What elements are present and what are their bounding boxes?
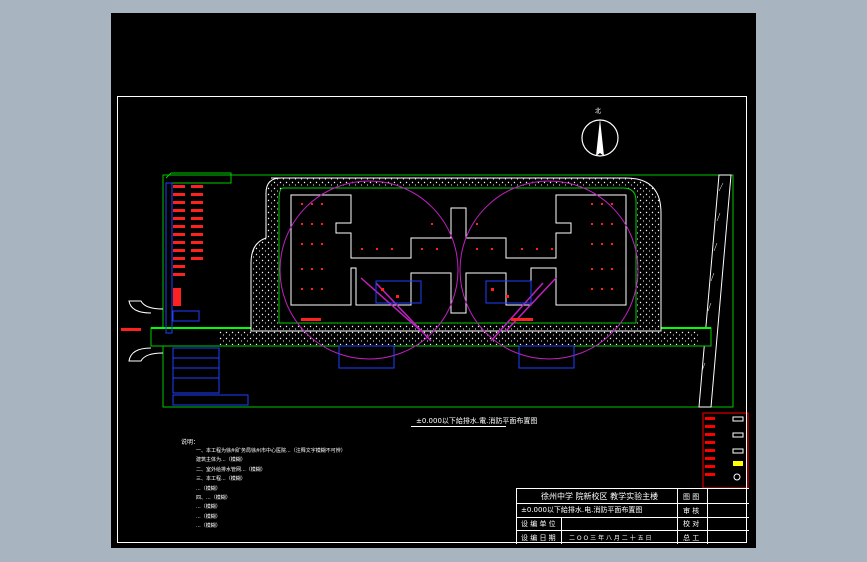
note-line: 二、室外给排水管网...（模糊） (196, 466, 266, 473)
title-underline (411, 426, 506, 427)
green-belt (219, 331, 699, 345)
design-unit-label: 设 编 单 位 (521, 520, 556, 528)
note-line: ...（模糊） (196, 523, 221, 530)
fire-coverage-circle-east (459, 180, 639, 360)
note-line: ...（模糊） (196, 485, 221, 492)
project-name: 徐州中学 院新校区 教学实验主楼 (541, 492, 659, 501)
note-line: 建筑主体为...（模糊） (196, 457, 246, 464)
pipe-schedule (172, 347, 249, 406)
note-line: ...（模糊） (196, 504, 221, 511)
property-line (162, 174, 734, 408)
site-plan (121, 119, 749, 489)
drawing-frame (117, 96, 747, 543)
equipment-rooms (338, 280, 575, 369)
drawing-no-label: 图 图 (683, 493, 700, 501)
north-label: 北 (595, 108, 602, 115)
fixture-markers (301, 203, 613, 321)
west-entrance (128, 300, 164, 314)
check-label: 校 对 (683, 520, 700, 528)
note-line: 四、...（模糊） (196, 495, 231, 502)
west-entrance-lower (128, 347, 164, 362)
drawing-title: ±0.000以下給排水.電.消防平面布置图 (416, 417, 538, 425)
review-label: 审 核 (683, 507, 700, 515)
notes-label: 说明： (181, 439, 200, 446)
notes-block: 一、本工程为徐州矿务局徐州市中心医院...（注释文字模糊不可辨） 建筑主体为..… (196, 447, 556, 532)
title-block: 徐州中学 院新校区 教学实验主楼 ±0.000以下給排水.电.消防平面布置图 设… (516, 488, 749, 544)
main-building (290, 194, 627, 314)
fire-coverage-circle-west (279, 180, 459, 360)
director-label: 总 工 (683, 534, 700, 542)
left-schedule (121, 182, 203, 334)
sheet-title: ±0.000以下給排水.电.消防平面布置图 (521, 506, 643, 514)
drawing-sheet: 北 ±0.000以下給排水.電.消防平面布置图 说明： 一、本工程为徐州矿务局徐… (111, 13, 756, 548)
design-date-label: 设 编 日 期 (521, 534, 556, 542)
inner-court (278, 187, 637, 324)
hydrant-lines (360, 277, 557, 342)
north-compass (581, 119, 619, 157)
note-line: ...（模糊） (196, 513, 221, 520)
note-line: 三、本工程...（模糊） (196, 476, 246, 483)
note-line: 一、本工程为徐州矿务局徐州市中心医院...（注释文字模糊不可辨） (196, 448, 346, 454)
design-date: 二 O O 三 年 八 月 二 十 五 日 (569, 535, 652, 542)
